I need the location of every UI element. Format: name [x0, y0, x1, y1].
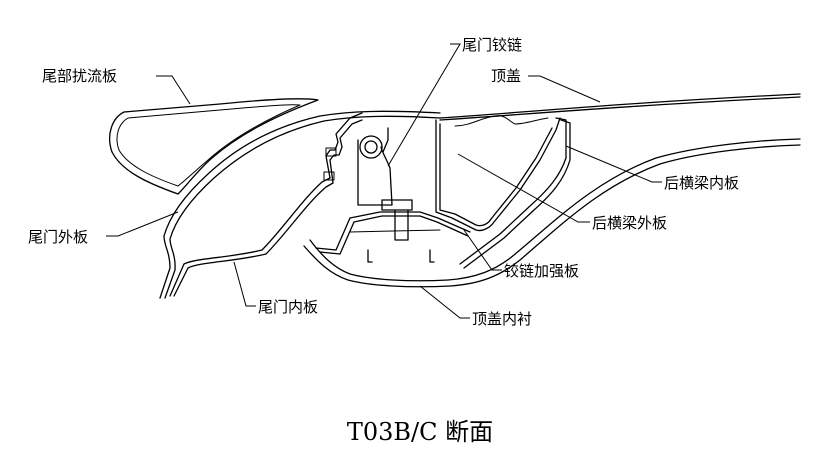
label-roof-liner: 顶盖内衬: [472, 310, 532, 328]
label-spoiler: 尾部扰流板: [42, 67, 117, 85]
rear-crossmember-outer: [435, 115, 561, 232]
leader-lines: [106, 43, 662, 319]
hinge-reinforcement: [315, 211, 471, 263]
label-tailgate-inner: 尾门内板: [258, 298, 318, 316]
spoiler-shape: [109, 98, 319, 195]
label-rear-crossmember-inner: 后横梁内板: [664, 174, 739, 192]
leader-tailgate-inner: [233, 261, 256, 307]
leader-roof-liner: [419, 285, 470, 319]
label-rear-crossmember-outer: 后横梁外板: [592, 214, 667, 232]
rear-crossmember-inner: [459, 117, 571, 269]
leader-tailgate-outer: [106, 211, 179, 237]
label-hinge-reinforcement: 铰链加强板: [504, 262, 579, 280]
roof-liner: [303, 138, 801, 288]
leader-hinge: [387, 43, 461, 167]
hinge: [357, 127, 413, 241]
leader-hinge-reinforcement: [463, 229, 502, 271]
roof-panel: [439, 93, 801, 121]
tailgate-inner-panel: [169, 112, 363, 297]
leader-roof: [528, 75, 601, 103]
leader-spoiler: [156, 75, 191, 105]
label-tailgate-outer: 尾门外板: [28, 228, 88, 246]
figure-caption: T03B/C 断面: [346, 418, 494, 446]
label-roof: 顶盖: [491, 67, 521, 85]
leader-crossmember-outer: [457, 153, 590, 223]
leader-crossmember-inner: [565, 145, 662, 183]
label-hinge: 尾门铰链: [462, 36, 522, 54]
tailgate-outer-panel: [159, 110, 441, 299]
